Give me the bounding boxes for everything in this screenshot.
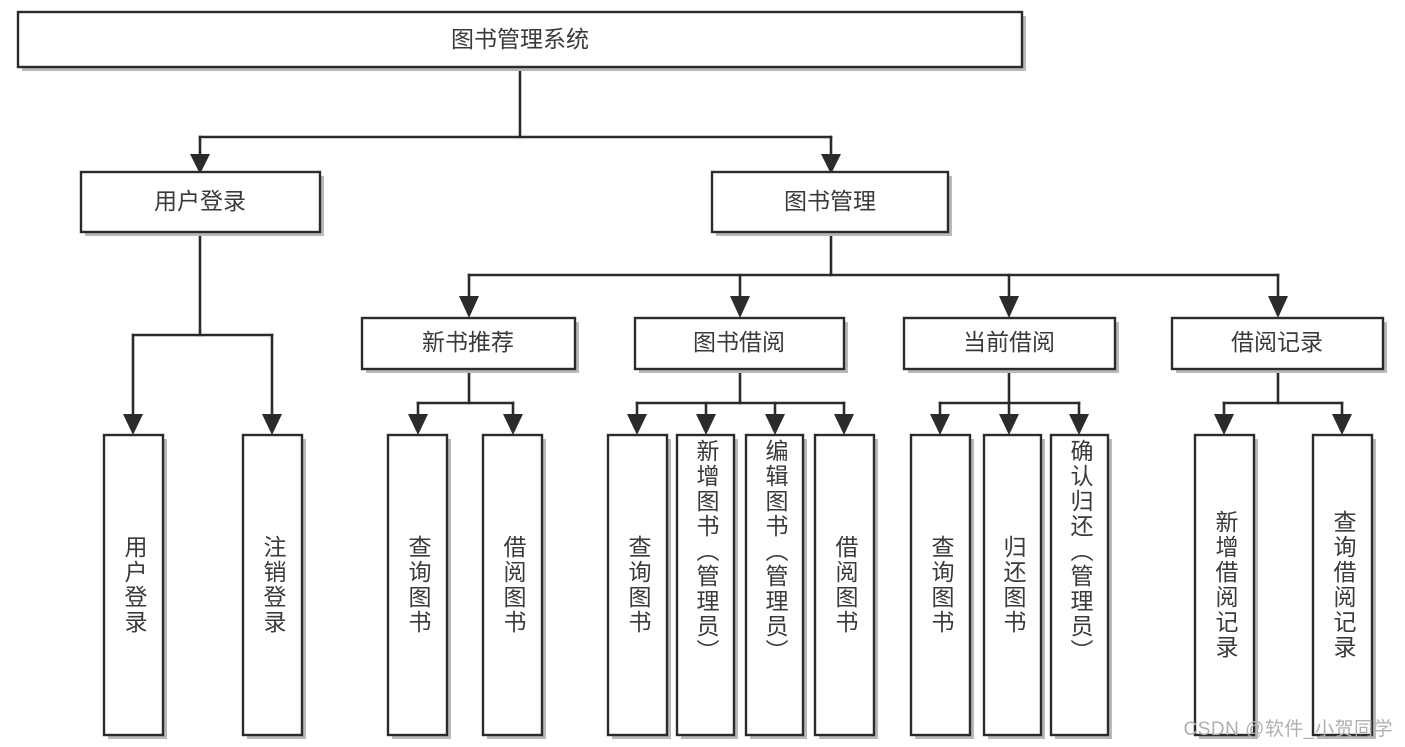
arrow-head-leaf-return-book: [999, 414, 1019, 435]
node-box-leaf-add-record[interactable]: [1193, 433, 1256, 737]
node-box-leaf-query-record[interactable]: [1311, 433, 1374, 737]
arrow-head-leaf-borrow-book-1: [503, 414, 523, 435]
arrow-head-user-login: [190, 154, 210, 174]
arrow-head-current-borrow: [999, 296, 1019, 318]
node-box-book-manage[interactable]: [710, 170, 950, 234]
node-label-root: 图书管理系统: [451, 26, 589, 52]
watermark-text: CSDN @软件_小贺同学: [1183, 719, 1393, 740]
node-label-book-borrow: 图书借阅: [693, 329, 785, 355]
node-label-current-borrow: 当前借阅: [963, 329, 1055, 355]
node-box-leaf-query-book-3[interactable]: [909, 433, 972, 737]
node-box-leaf-logout-login[interactable]: [241, 433, 304, 737]
connector-group-current-borrow-children: [930, 370, 1089, 435]
node-box-user-login[interactable]: [79, 170, 322, 234]
connector-group-book-manage-children: [459, 230, 1288, 318]
arrow-head-leaf-add-book: [696, 414, 716, 435]
arrow-head-leaf-confirm-return: [1069, 414, 1089, 435]
node-box-leaf-edit-book[interactable]: [744, 433, 805, 737]
node-box-new-book-recommend[interactable]: [360, 316, 577, 371]
connector-group-new-book-recommend-children: [408, 370, 523, 435]
node-box-leaf-confirm-return[interactable]: [1049, 433, 1110, 737]
connector-group-book-borrow-children: [627, 370, 854, 435]
node-box-leaf-user-login[interactable]: [102, 433, 165, 737]
node-box-leaf-borrow-book-1[interactable]: [481, 433, 544, 737]
arrow-head-new-book-recommend: [459, 296, 479, 318]
arrow-head-leaf-user-login: [123, 414, 143, 435]
arrow-head-leaf-borrow-book-2: [834, 414, 854, 435]
node-box-borrow-record[interactable]: [1170, 316, 1385, 371]
arrow-head-leaf-query-book-2: [627, 414, 647, 435]
node-label-book-manage: 图书管理: [784, 188, 876, 214]
node-box-leaf-query-book-1[interactable]: [386, 433, 449, 737]
arrow-head-book-borrow: [730, 296, 750, 318]
arrow-head-leaf-logout-login: [262, 414, 282, 435]
node-box-leaf-borrow-book-2[interactable]: [813, 433, 876, 737]
arrow-head-borrow-record: [1268, 296, 1288, 318]
arrow-head-leaf-add-record: [1214, 414, 1234, 435]
node-box-book-borrow[interactable]: [633, 316, 846, 371]
node-box-leaf-return-book[interactable]: [982, 433, 1043, 737]
connector-group-user-login-children: [123, 230, 282, 435]
node-label-new-book-recommend: 新书推荐: [422, 329, 514, 355]
node-box-leaf-add-book[interactable]: [675, 433, 736, 737]
arrow-head-leaf-query-record: [1332, 414, 1352, 435]
arrow-head-leaf-query-book-1: [408, 414, 428, 435]
node-label-borrow-record: 借阅记录: [1231, 329, 1323, 355]
arrow-head-leaf-query-book-3: [930, 414, 950, 435]
connector-group-root-to-level2: [190, 65, 841, 174]
arrow-head-leaf-edit-book: [765, 414, 785, 435]
node-box-current-borrow[interactable]: [902, 316, 1117, 371]
node-box-leaf-query-book-2[interactable]: [606, 433, 669, 737]
node-box-root[interactable]: [16, 10, 1024, 69]
connector-group-borrow-record-children: [1214, 370, 1352, 435]
arrow-head-book-manage: [821, 154, 841, 174]
node-label-user-login: 用户登录: [154, 188, 246, 214]
